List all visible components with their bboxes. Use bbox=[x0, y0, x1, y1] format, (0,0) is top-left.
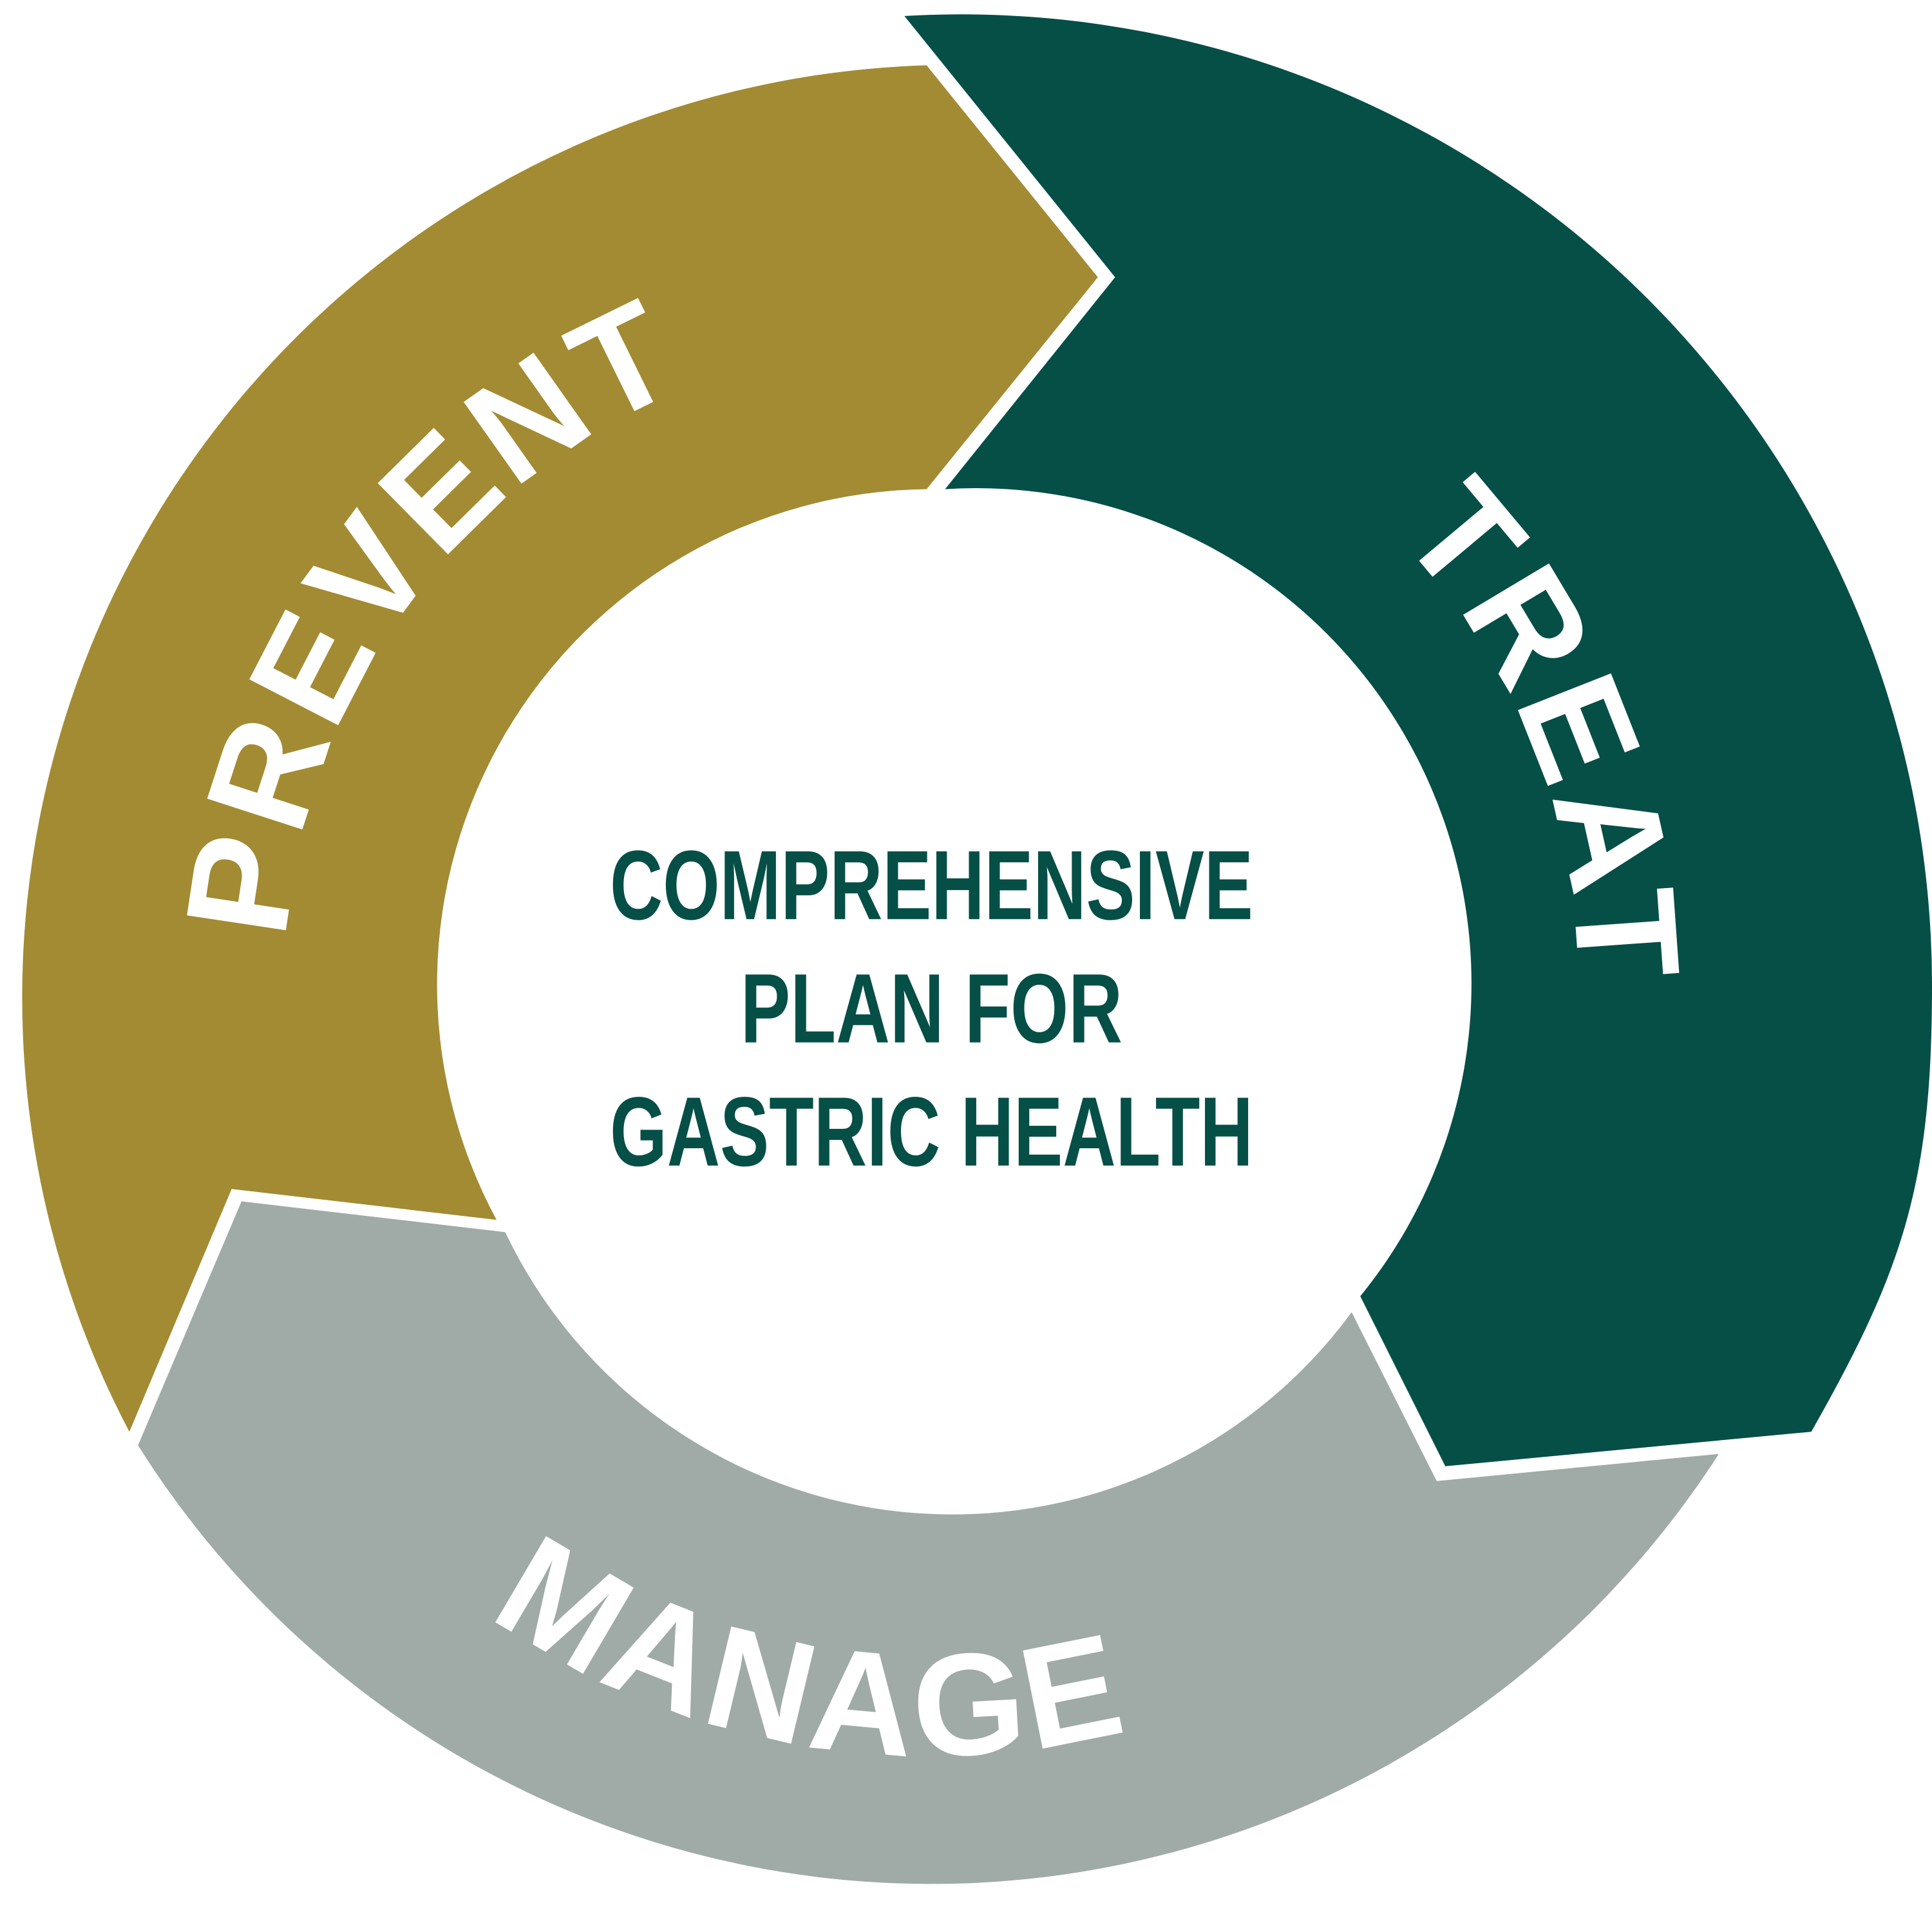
segment-manage bbox=[138, 1201, 1719, 1884]
center-title-line-1: COMPREHENSIVE bbox=[610, 830, 1253, 940]
segment-treat bbox=[904, 14, 1932, 1466]
segment-prevent bbox=[22, 65, 1098, 1432]
center-title-line-2: PLAN FOR bbox=[741, 954, 1122, 1064]
center-title-line-3: GASTRIC HEALTH bbox=[610, 1077, 1253, 1187]
center-title: COMPREHENSIVE PLAN FOR GASTRIC HEALTH bbox=[610, 830, 1253, 1187]
